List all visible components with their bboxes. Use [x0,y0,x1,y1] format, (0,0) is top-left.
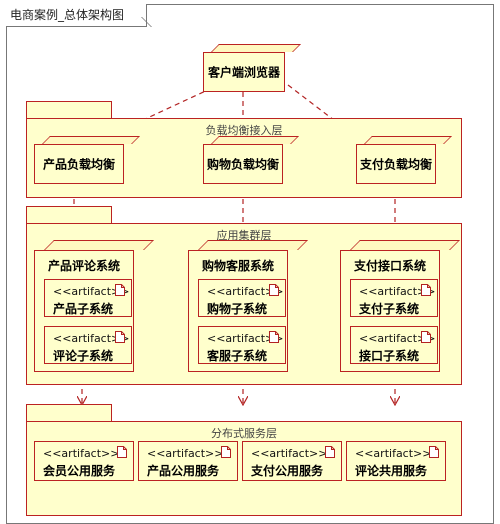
app-layer-title: 应用集群层 [216,229,272,242]
document-icon [117,446,127,458]
payment-lb-label: 支付负载均衡 [359,157,432,172]
lb-layer-title: 负载均衡接入层 [205,124,283,137]
document-icon [429,446,439,458]
artifact-review-service[interactable]: <<artifact>> 评论共用服务 [346,441,446,481]
artifact-shopping-subsystem[interactable]: <<artifact>> 购物子系统 [198,279,286,317]
artifact-stereotype: <<artifact>> [355,447,432,460]
document-icon [115,331,125,343]
product-lb-node[interactable]: 产品负载均衡 [34,136,140,184]
artifact-stereotype: <<artifact>> [359,285,436,298]
artifact-stereotype: <<artifact>> [147,447,224,460]
app-node-payment-interface-label: 支付接口系统 [353,259,426,273]
document-icon [269,284,279,296]
app-layer-tab [26,206,112,224]
artifact-name: 产品公用服务 [147,464,220,478]
document-icon [269,331,279,343]
artifact-review-subsystem[interactable]: <<artifact>> 评论子系统 [44,326,132,364]
shopping-lb-label: 购物负载均衡 [206,157,279,172]
app-node-shopping-service-label: 购物客服系统 [201,259,274,273]
artifact-payment-subsystem[interactable]: <<artifact>> 支付子系统 [350,279,438,317]
artifact-name: 产品子系统 [53,302,114,316]
artifact-name: 支付子系统 [359,302,420,316]
svc-layer-title: 分布式服务层 [211,427,277,440]
artifact-name: 支付公用服务 [251,464,324,478]
payment-lb-node[interactable]: 支付负载均衡 [356,136,452,184]
client-browser-node[interactable]: 客户端浏览器 [203,44,301,92]
artifact-stereotype: <<artifact>> [207,332,284,345]
artifact-service-subsystem[interactable]: <<artifact>> 客服子系统 [198,326,286,364]
shopping-lb-node[interactable]: 购物负载均衡 [203,136,299,184]
artifact-name: 评论子系统 [53,349,114,363]
document-icon [115,284,125,296]
artifact-payment-service[interactable]: <<artifact>> 支付公用服务 [242,441,342,481]
artifact-name: 接口子系统 [359,349,420,363]
svc-layer-tab [26,404,112,422]
artifact-interface-subsystem[interactable]: <<artifact>> 接口子系统 [350,326,438,364]
product-lb-label: 产品负载均衡 [42,157,115,172]
diagram-title: 电商案例_总体架构图 [6,4,148,27]
artifact-stereotype: <<artifact>> [53,332,130,345]
document-icon [421,284,431,296]
artifact-member-service[interactable]: <<artifact>> 会员公用服务 [34,441,134,481]
artifact-stereotype: <<artifact>> [359,332,436,345]
document-icon [221,446,231,458]
artifact-stereotype: <<artifact>> [53,285,130,298]
artifact-product-subsystem[interactable]: <<artifact>> 产品子系统 [44,279,132,317]
artifact-stereotype: <<artifact>> [43,447,120,460]
document-icon [421,331,431,343]
artifact-name: 购物子系统 [207,302,268,316]
artifact-product-service[interactable]: <<artifact>> 产品公用服务 [138,441,238,481]
artifact-name: 会员公用服务 [43,464,116,478]
lb-layer-tab [26,101,112,119]
artifact-name: 客服子系统 [207,349,268,363]
artifact-name: 评论共用服务 [355,464,428,478]
artifact-stereotype: <<artifact>> [251,447,328,460]
app-node-product-review-label: 产品评论系统 [47,259,120,273]
document-icon [325,446,335,458]
client-browser-label: 客户端浏览器 [207,65,280,80]
artifact-stereotype: <<artifact>> [207,285,284,298]
